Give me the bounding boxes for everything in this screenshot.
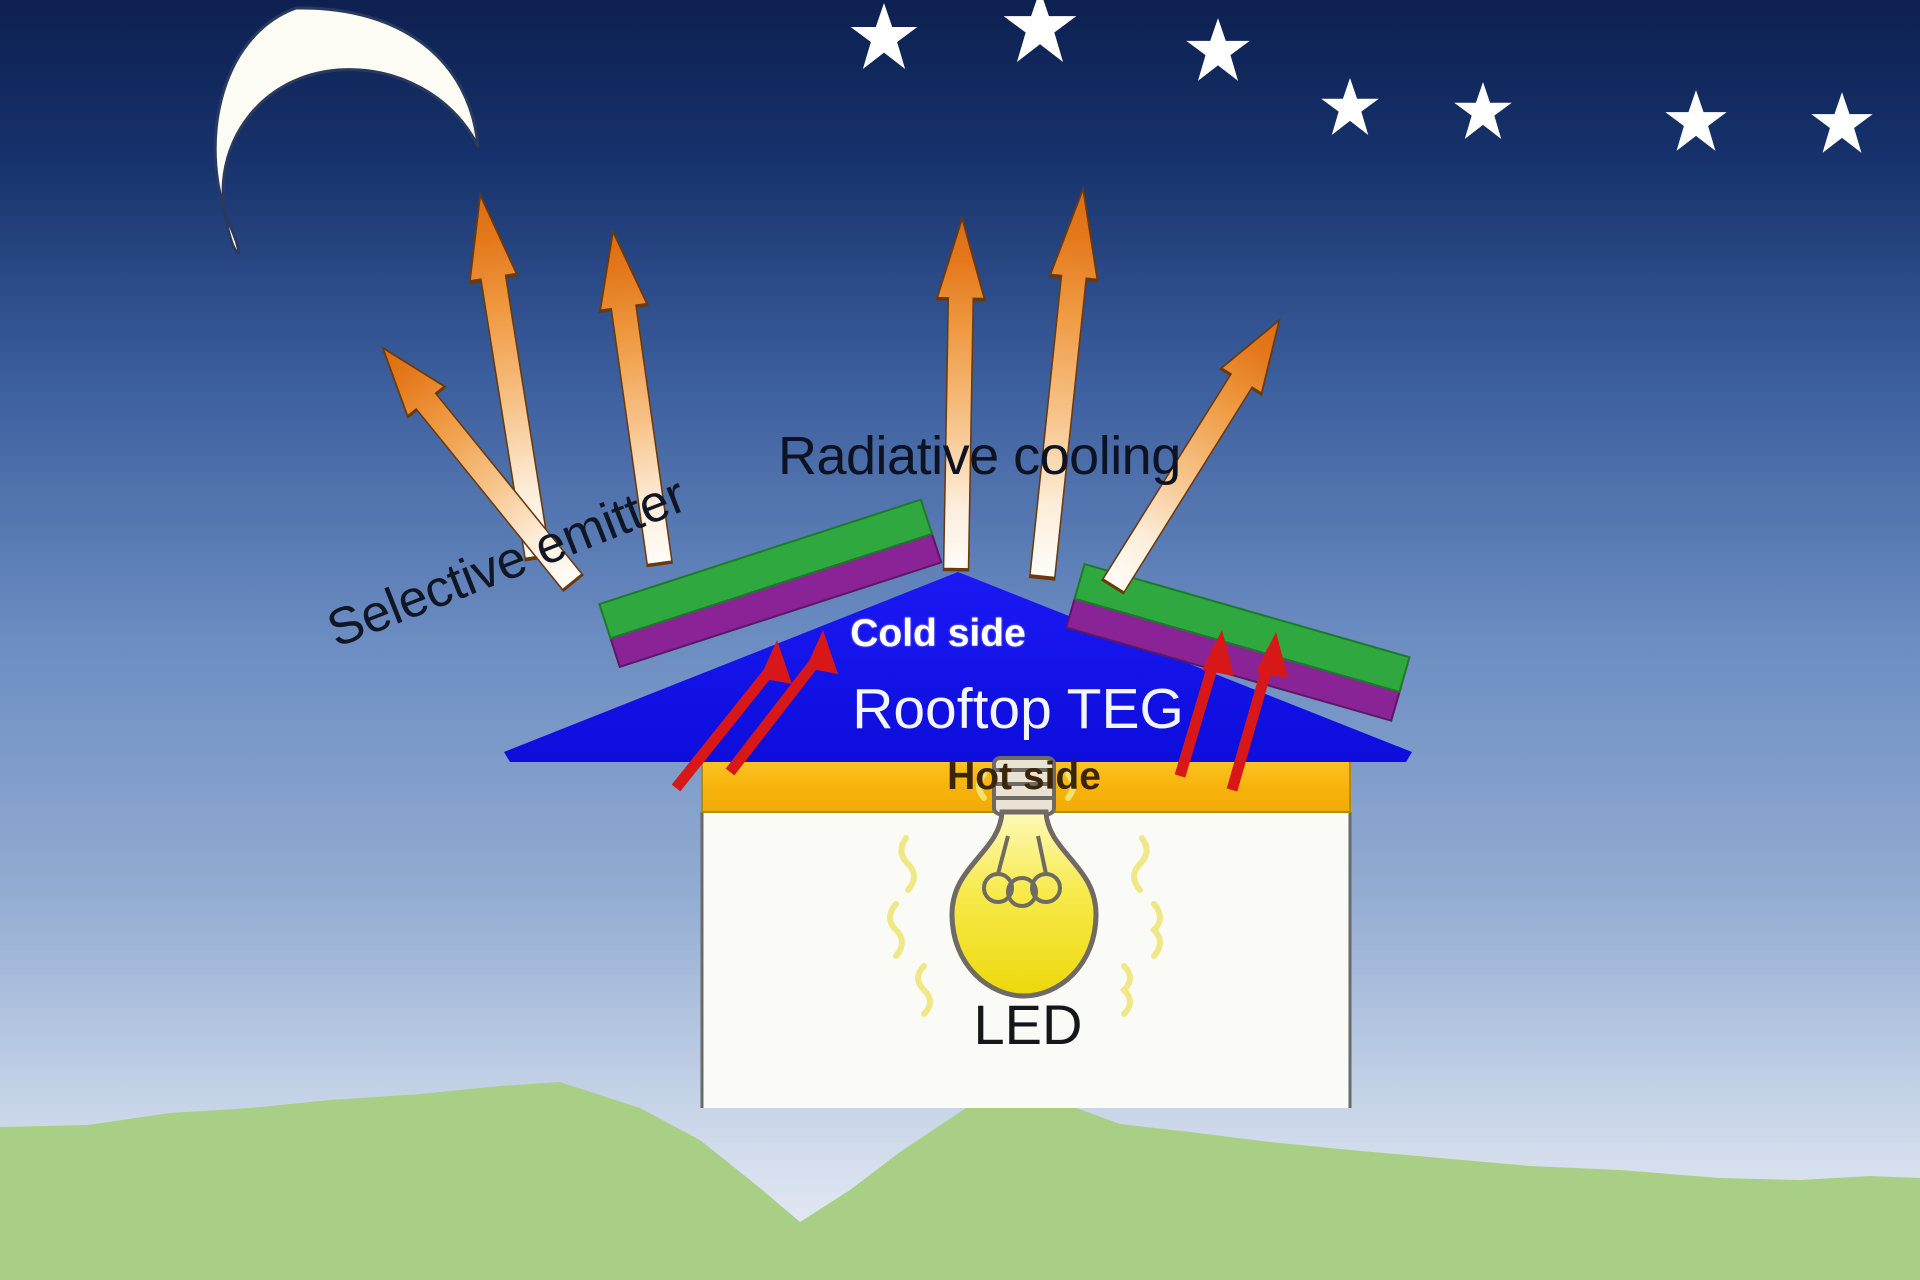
heat-flow-arrow-icon: [1174, 630, 1234, 778]
emitter-layer-green: [598, 498, 934, 640]
ground-grass: [0, 1080, 1920, 1280]
emitter-layer-green: [1073, 562, 1411, 694]
heat-flow-arrow-icon: [725, 630, 838, 776]
bulb-base: [992, 756, 1056, 816]
selective-emitter-panel-left: [598, 498, 943, 669]
light-bulb-icon: [887, 756, 1163, 1017]
heat-flow-arrow-icon: [671, 640, 792, 792]
heat-flow-arrows: [671, 630, 1288, 792]
crescent-moon-icon: [213, 6, 480, 255]
heat-flow-arrow-icon: [1226, 632, 1288, 792]
